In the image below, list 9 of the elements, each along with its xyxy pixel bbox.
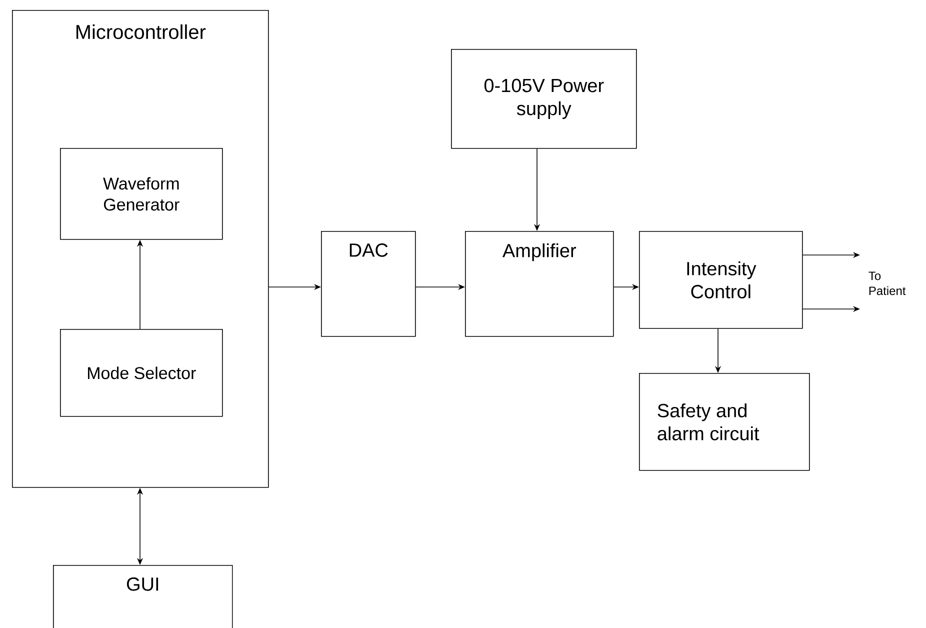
block-box: Intensity Control	[639, 231, 803, 329]
block-box: Mode Selector	[60, 329, 223, 417]
block-box: Waveform Generator	[60, 148, 223, 240]
text-label: To Patient	[868, 272, 906, 296]
block-box: Safety and alarm circuit	[639, 373, 810, 471]
block-box: GUI	[53, 565, 233, 628]
block-box: 0-105V Power supply	[451, 49, 637, 149]
block-box: DAC	[321, 231, 416, 337]
block-box: Amplifier	[465, 231, 614, 337]
